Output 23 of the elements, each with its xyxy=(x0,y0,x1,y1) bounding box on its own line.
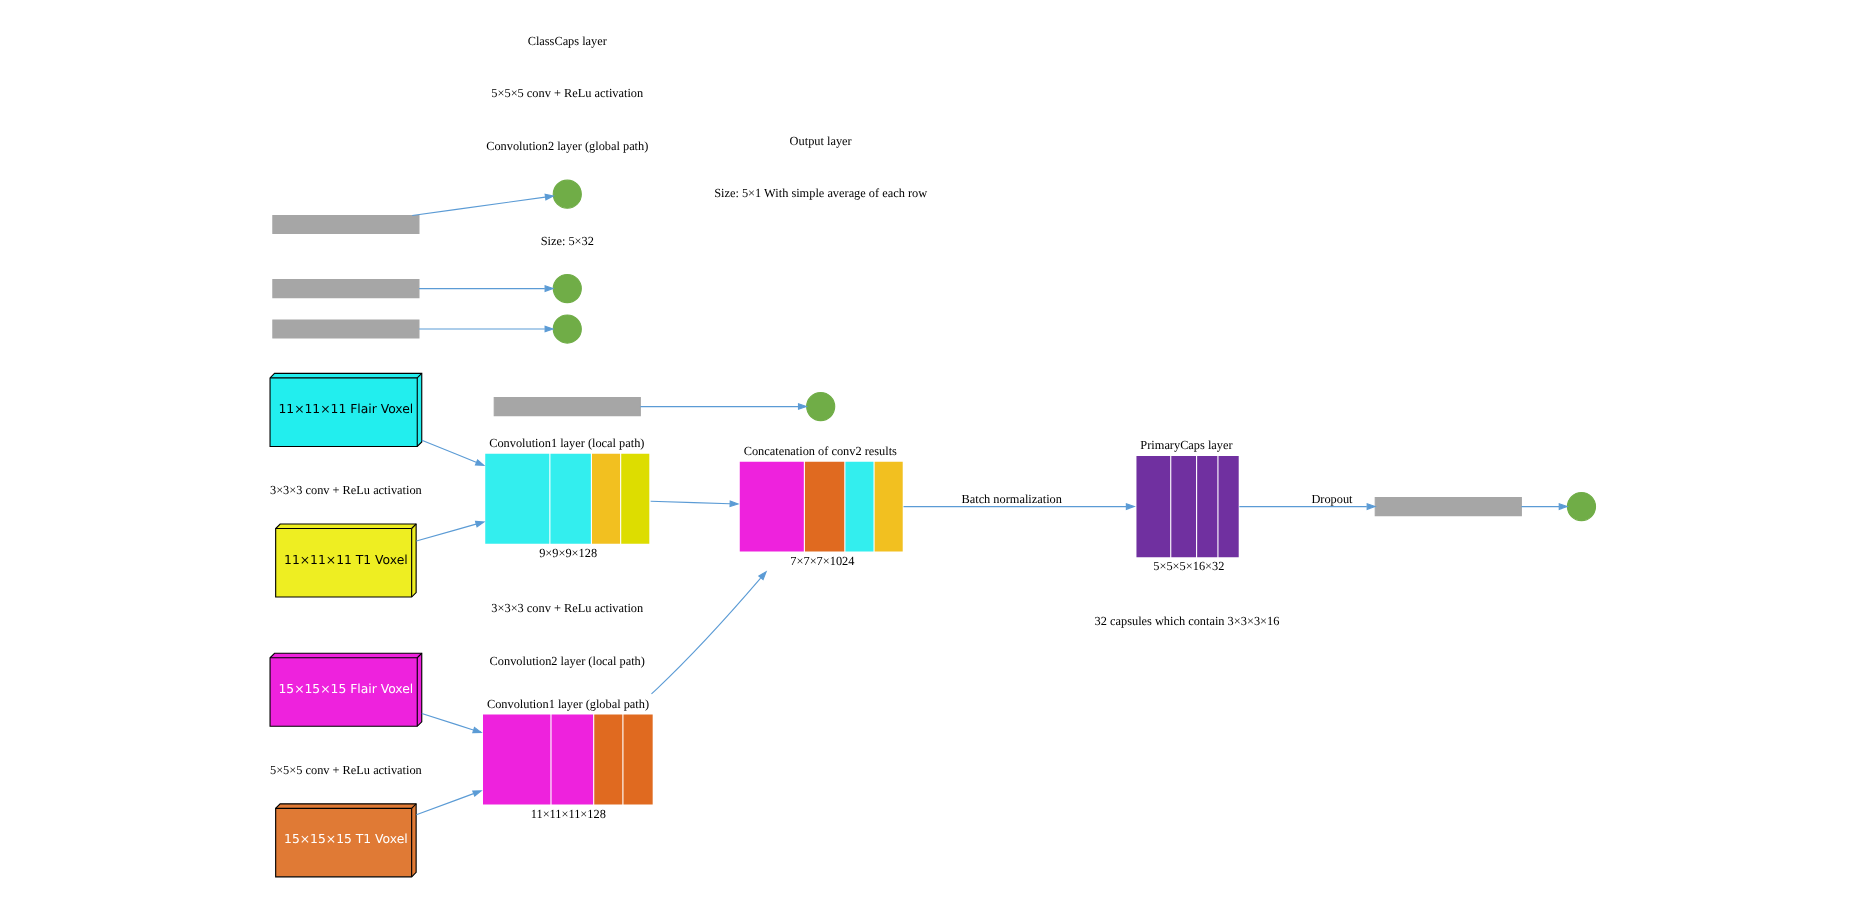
arrow xyxy=(901,503,1135,511)
arrow xyxy=(420,439,485,466)
arrow xyxy=(417,285,554,293)
arrow xyxy=(420,713,482,734)
arrow xyxy=(638,403,808,411)
node-circle xyxy=(551,274,581,304)
arrow xyxy=(649,570,767,695)
node-circle xyxy=(805,391,835,422)
arrow xyxy=(414,520,485,542)
node-circle xyxy=(1565,492,1596,522)
node-bar xyxy=(271,319,419,339)
arrow xyxy=(649,500,739,508)
arrow xyxy=(410,193,554,217)
arrow xyxy=(1237,503,1376,511)
arrow xyxy=(417,325,554,333)
node-bar xyxy=(271,215,419,235)
node-circle xyxy=(551,314,581,344)
node-bar xyxy=(271,279,419,299)
arrow xyxy=(414,790,482,816)
node-bar xyxy=(1373,497,1521,517)
node-bar xyxy=(492,397,640,417)
arrow xyxy=(1519,503,1568,511)
node-circle xyxy=(551,179,581,209)
